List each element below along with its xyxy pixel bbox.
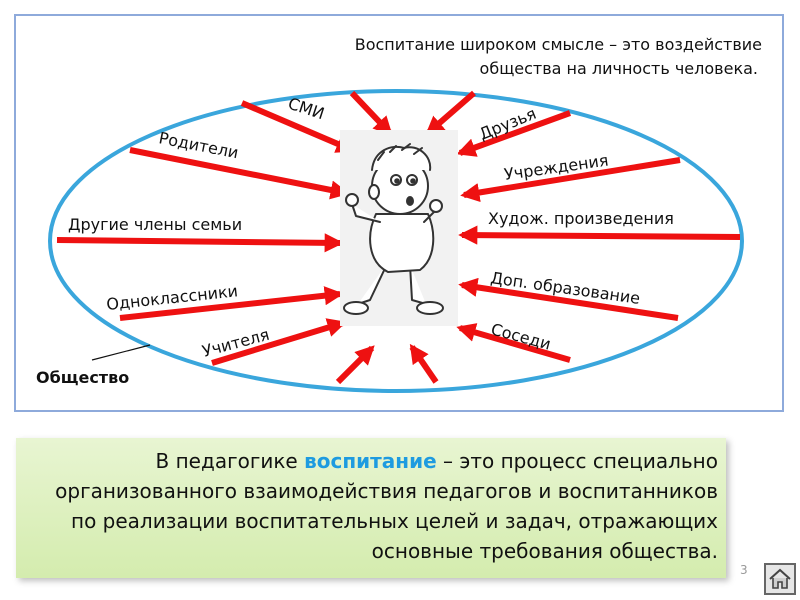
label-smi: СМИ	[286, 94, 327, 123]
arrow-art	[458, 225, 741, 245]
arrow-teachers	[211, 318, 347, 366]
arrow-neighbors	[456, 323, 571, 363]
arrow-institutions	[460, 157, 681, 203]
arrow-bottom-right	[409, 343, 439, 384]
label-other-family: Другие члены семьи	[68, 215, 242, 234]
society-influence-diagram: Воспитание широком смысле – это воздейст…	[36, 35, 762, 393]
label-art: Худож. произведения	[488, 209, 674, 228]
child-illustration	[340, 130, 458, 326]
definition-rest: – это процесс специально организованного…	[55, 449, 718, 563]
arrow-other-family	[56, 233, 344, 253]
arrow-smi	[240, 100, 356, 153]
society-pointer-line	[91, 344, 151, 361]
label-society: Общество	[36, 368, 129, 387]
definition-prefix: В педагогике	[155, 449, 305, 473]
arrow-parents	[129, 147, 350, 200]
home-button[interactable]	[764, 563, 796, 595]
arrow-friends	[456, 110, 572, 157]
diagram-caption-line2: общества на личность человека.	[480, 59, 758, 78]
diagram-caption-line1: Воспитание широком смысле – это воздейст…	[355, 35, 762, 54]
page-number: 3	[740, 563, 748, 577]
arrow-classmates	[119, 286, 344, 321]
definition-term: воспитание	[304, 449, 437, 473]
home-icon	[769, 568, 791, 589]
society-ellipse	[48, 89, 744, 393]
definition-text: В педагогике воспитание – это процесс сп…	[38, 446, 718, 566]
arrow-bottom-left	[335, 345, 375, 385]
arrow-extra-education	[458, 277, 679, 321]
arrow-top-left	[349, 90, 393, 136]
definition-box: В педагогике воспитание – это процесс сп…	[16, 438, 726, 578]
arrow-top-right	[425, 90, 476, 136]
